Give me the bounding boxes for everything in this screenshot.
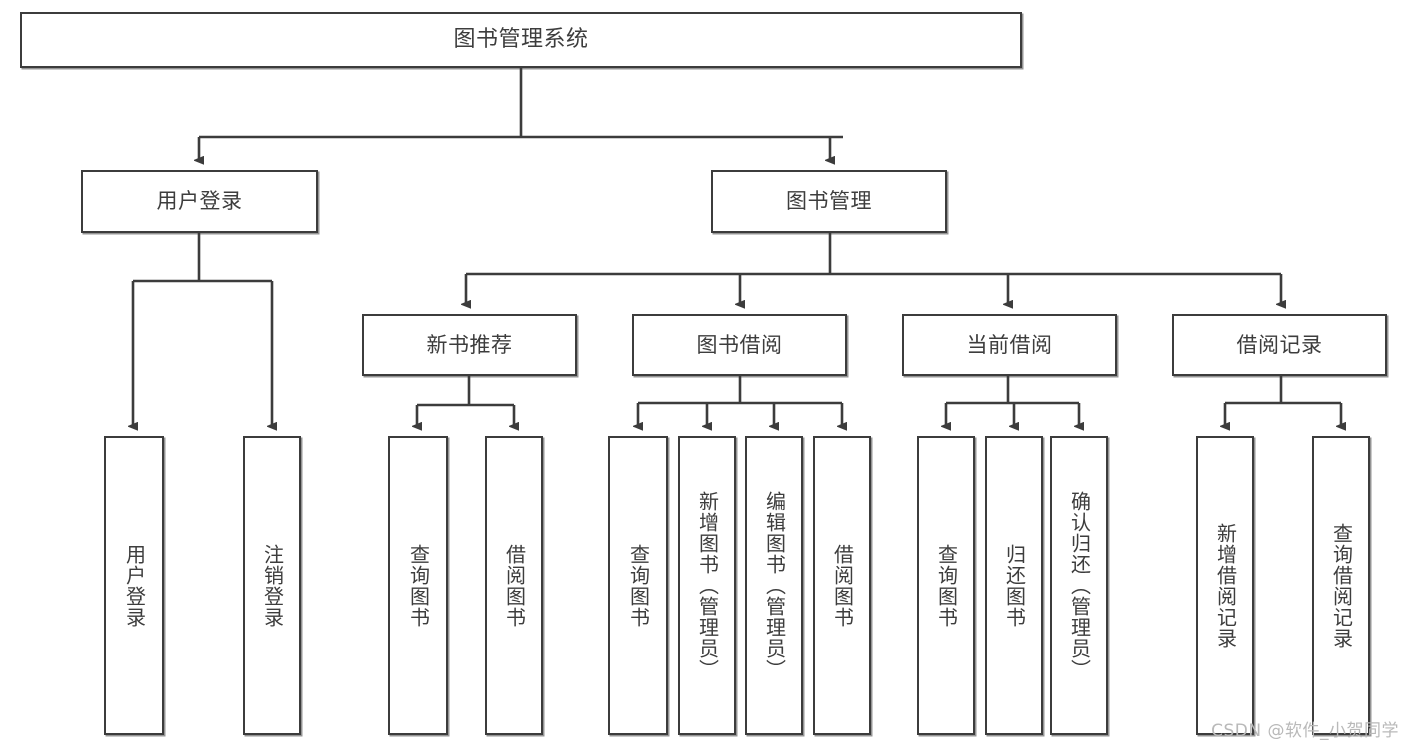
leaf-query-book-new[interactable]: 查询图书 bbox=[388, 436, 448, 735]
node-book-borrow[interactable]: 图书借阅 bbox=[632, 314, 847, 376]
node-label: 新增图书（管理员） bbox=[695, 491, 720, 680]
node-label: 归还图书 bbox=[1002, 543, 1027, 628]
leaf-add-borrow-record[interactable]: 新增借阅记录 bbox=[1196, 436, 1254, 735]
leaf-add-book-admin[interactable]: 新增图书（管理员） bbox=[678, 436, 736, 735]
node-label: 当前借阅 bbox=[966, 332, 1053, 357]
node-label: 新增借阅记录 bbox=[1213, 522, 1238, 649]
node-label: 新书推荐 bbox=[426, 332, 513, 357]
node-label: 注销登录 bbox=[260, 543, 285, 628]
leaf-borrow-book-new[interactable]: 借阅图书 bbox=[485, 436, 543, 735]
leaf-user-login[interactable]: 用户登录 bbox=[104, 436, 164, 735]
leaf-borrow-book[interactable]: 借阅图书 bbox=[813, 436, 871, 735]
node-borrow-record[interactable]: 借阅记录 bbox=[1172, 314, 1387, 376]
node-label: 查询图书 bbox=[626, 543, 651, 628]
leaf-query-book[interactable]: 查询图书 bbox=[608, 436, 668, 735]
node-label: 编辑图书（管理员） bbox=[762, 491, 787, 680]
node-label: 借阅记录 bbox=[1236, 332, 1323, 357]
node-label: 用户登录 bbox=[156, 189, 243, 214]
leaf-return-book[interactable]: 归还图书 bbox=[985, 436, 1043, 735]
node-label: 查询图书 bbox=[406, 543, 431, 628]
leaf-query-borrow-record[interactable]: 查询借阅记录 bbox=[1312, 436, 1370, 735]
leaf-logout[interactable]: 注销登录 bbox=[243, 436, 301, 735]
node-label: 图书管理 bbox=[786, 189, 872, 214]
node-book-management[interactable]: 图书管理 bbox=[711, 170, 947, 233]
node-label: 用户登录 bbox=[122, 543, 147, 628]
node-new-book-recommend[interactable]: 新书推荐 bbox=[362, 314, 577, 376]
node-label: 图书管理系统 bbox=[453, 27, 589, 53]
node-label: 查询借阅记录 bbox=[1329, 522, 1354, 649]
node-label: 借阅图书 bbox=[502, 543, 527, 628]
csdn-watermark: CSDN @软件_小贺同学 bbox=[1211, 721, 1399, 741]
node-user-login[interactable]: 用户登录 bbox=[81, 170, 318, 233]
node-root-system[interactable]: 图书管理系统 bbox=[20, 12, 1022, 68]
leaf-query-book-current[interactable]: 查询图书 bbox=[917, 436, 975, 735]
leaf-confirm-return-admin[interactable]: 确认归还（管理员） bbox=[1050, 436, 1108, 735]
node-label: 查询图书 bbox=[934, 543, 959, 628]
node-label: 图书借阅 bbox=[696, 332, 783, 357]
leaf-edit-book-admin[interactable]: 编辑图书（管理员） bbox=[745, 436, 803, 735]
node-label: 确认归还（管理员） bbox=[1067, 491, 1092, 680]
node-current-borrow[interactable]: 当前借阅 bbox=[902, 314, 1117, 376]
node-label: 借阅图书 bbox=[830, 543, 855, 628]
